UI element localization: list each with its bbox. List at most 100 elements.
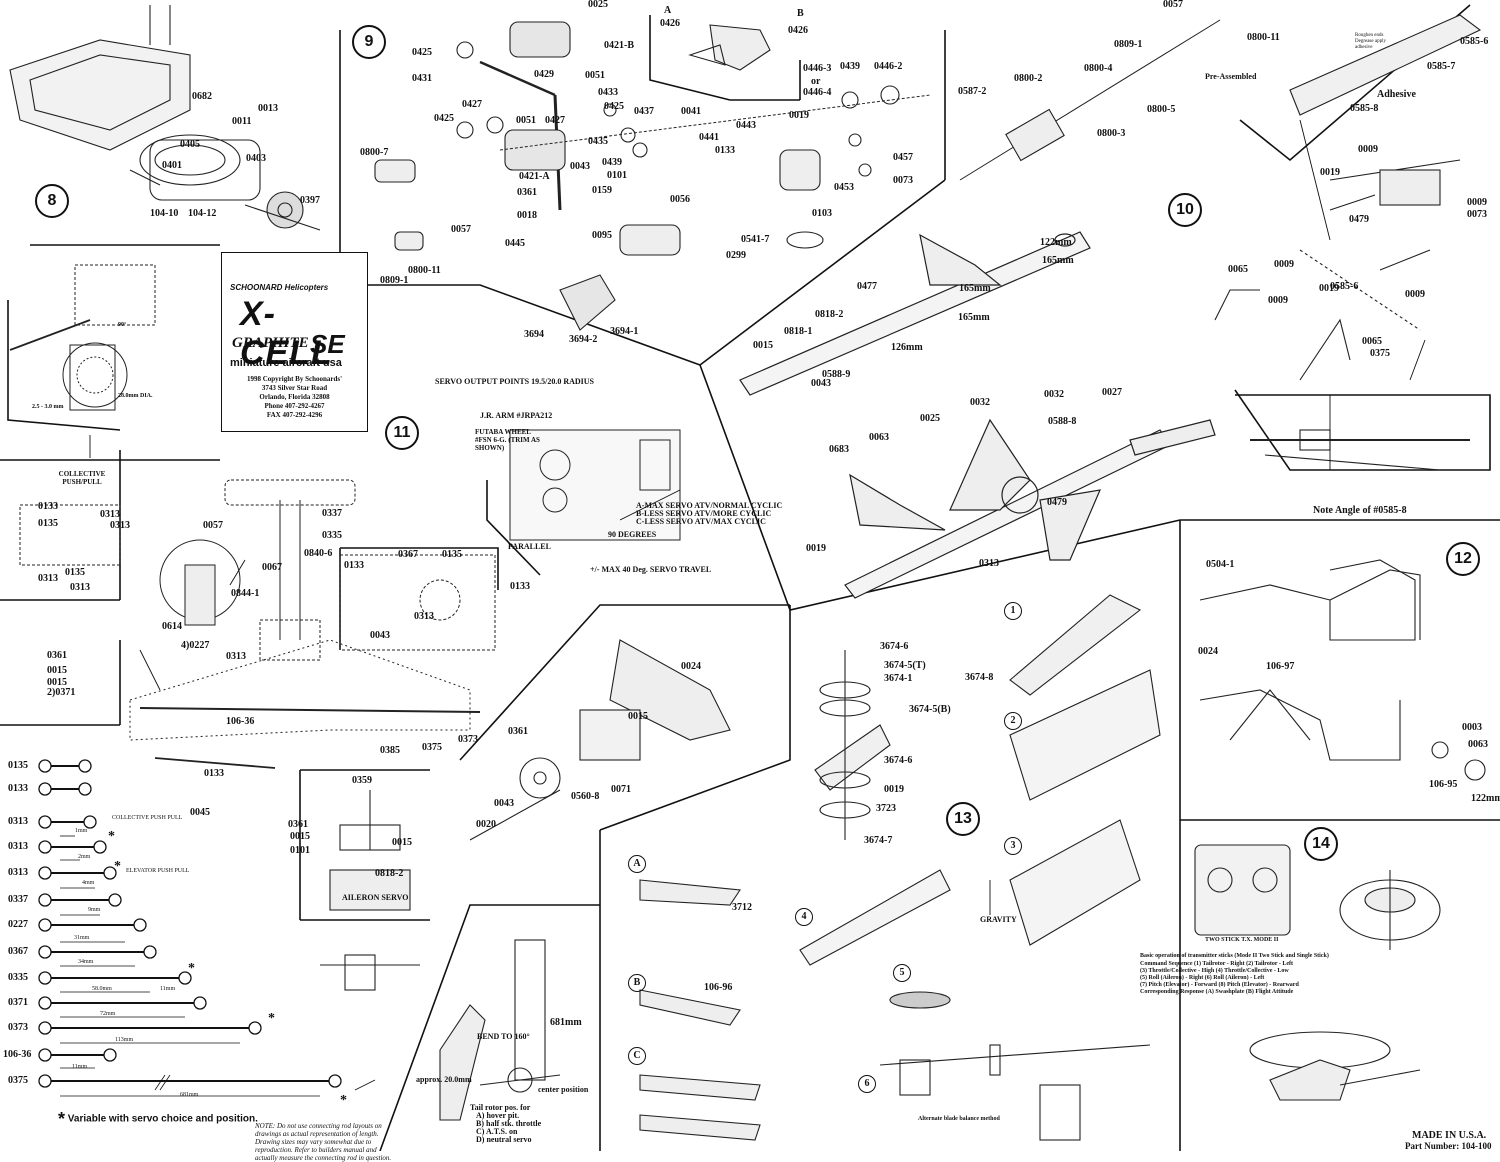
rod-length: 31mm [74,935,90,941]
tr-c: C) A.T.S. on [476,1127,518,1136]
part-label: 0800-3 [1097,128,1126,139]
part-label: 0015 [47,665,67,676]
part-label: 122mm [1040,237,1072,248]
part-label: 0103 [812,208,832,219]
rod-extra: 11mm [160,986,176,992]
part-label: 0299 [726,250,746,261]
part-label: 0045 [190,807,210,818]
transmitter-row: (5) Roll (Aileron) - Right (6) Roll (Ail… [1140,975,1265,981]
adhesive-top-note: Roughen ends Degrease apply adhesive [1355,33,1386,50]
servo-output-note: SERVO OUTPUT POINTS 19.5/20.0 RADIUS [435,377,594,386]
copyright: 1998 Copyright By Schoonards' [246,375,343,383]
part-label: 0585-6 [1460,36,1489,47]
rod-length: 4mm [82,880,95,886]
rod-part: 0227 [8,919,28,930]
part-label: 0445 [505,238,525,249]
part-label: 0313 [110,520,130,531]
step-4: 4 [795,908,813,926]
aileron-servo-label: AILERON SERVO [342,893,409,902]
part-label: 0385 [380,745,400,756]
part-label: 0426 [660,18,680,29]
part-label: 122mm [1471,793,1500,804]
part-label: 0427 [545,115,565,126]
company-subtitle: miniature aircraft usa [230,357,342,369]
part-label: 0073 [1467,209,1487,220]
transmitter-row: Command Sequence (1) Tailrotor - Right (… [1140,961,1294,967]
variable-note: * Variable with servo choice and positio… [58,1109,258,1129]
part-label: 0073 [893,175,913,186]
dim-25: 2.5 - 3.0 mm [32,404,64,410]
tr-d: D) neutral servo [476,1135,532,1144]
rod-length: 2mm [78,854,91,860]
part-label: 0032 [1044,389,1064,400]
part-label: 681mm [550,1017,582,1028]
part-label: 0057 [1163,0,1183,10]
part-label: 0682 [192,91,212,102]
section-12-badge: 12 [1446,542,1480,576]
step-6: 6 [858,1075,876,1093]
part-label: 0020 [476,819,496,830]
rod-length: 681mm [180,1092,199,1098]
c-less-note: C-LESS SERVO ATV/MAX CYCLIC [636,517,766,526]
part-label: 0585-6 [1330,281,1359,292]
city: Orlando, Florida 32808 [259,393,330,401]
dim-90: 90° [118,322,127,328]
part-label: 0009 [1268,295,1288,306]
rod-length: 11mm [72,1064,88,1070]
part-label: 0479 [1349,214,1369,225]
part-label: 0431 [412,73,432,84]
part-label: 0025 [588,0,608,10]
rod-length: 72mm [100,1011,116,1017]
part-label: 0479 [1047,497,1067,508]
part-label: 3694-2 [569,334,598,345]
part-label: 2)0371 [47,687,76,698]
part-label: 0446-2 [874,61,903,72]
transmitter-row: (3) Throttle/Collective - High (4) Throt… [1140,968,1289,974]
step-a: A [628,855,646,873]
part-label: 0809-1 [380,275,409,286]
rod-part: 0337 [8,894,28,905]
section-11-badge: 11 [385,416,419,450]
part-label: 0043 [811,378,831,389]
part-label: 0800-7 [360,147,389,158]
part-label: 0065 [1228,264,1248,275]
part-label: 3694-1 [610,326,639,337]
part-label: 0361 [288,819,308,830]
transmitter-row: Corresponding Response (A) Swashplate (B… [1140,989,1294,995]
bend-note: BEND TO 160° [477,1032,530,1041]
part-label: A [664,5,672,16]
fax: FAX 407-292-4296 [266,411,323,419]
part-label: 0032 [970,397,990,408]
part-label: 0446-3 [803,63,832,74]
rod-part: 0133 [8,783,28,794]
part-label: 0313 [414,611,434,622]
part-label: 3674-5(T) [884,660,926,671]
part-label: 0159 [592,185,612,196]
note-angle: Note Angle of #0585-8 [1313,505,1407,516]
part-label: 0443 [736,120,756,131]
part-label: 0003 [1462,722,1482,733]
part-label: 3674-8 [965,672,994,683]
part-label: 0335 [322,530,342,541]
rod-part: 0335 [8,972,28,983]
tail-rotor-note: Tail rotor pos. for [470,1103,531,1112]
part-label: 0015 [753,340,773,351]
part-label: 0405 [180,139,200,150]
divider-mid [699,364,1181,611]
part-label: 0019 [1320,167,1340,178]
part-label: 0009 [1274,259,1294,270]
part-label: 3712 [732,902,752,913]
part-label: 0071 [611,784,631,795]
futaba-note: FUTABA WHEEL #FSN 6-G. (TRIM AS SHOWN) [475,428,540,453]
part-label: 0065 [1362,336,1382,347]
part-label: 0840-6 [304,548,333,559]
se-label: SE [310,329,345,359]
part-label: 0435 [588,136,608,147]
part-label: 0426 [788,25,808,36]
step-1: 1 [1004,602,1022,620]
part-label: 0439 [602,157,622,168]
asterisk: * [114,859,121,874]
part-label: 0800-2 [1014,73,1043,84]
part-label: 0361 [47,650,67,661]
divider-9-bottom [339,240,701,366]
